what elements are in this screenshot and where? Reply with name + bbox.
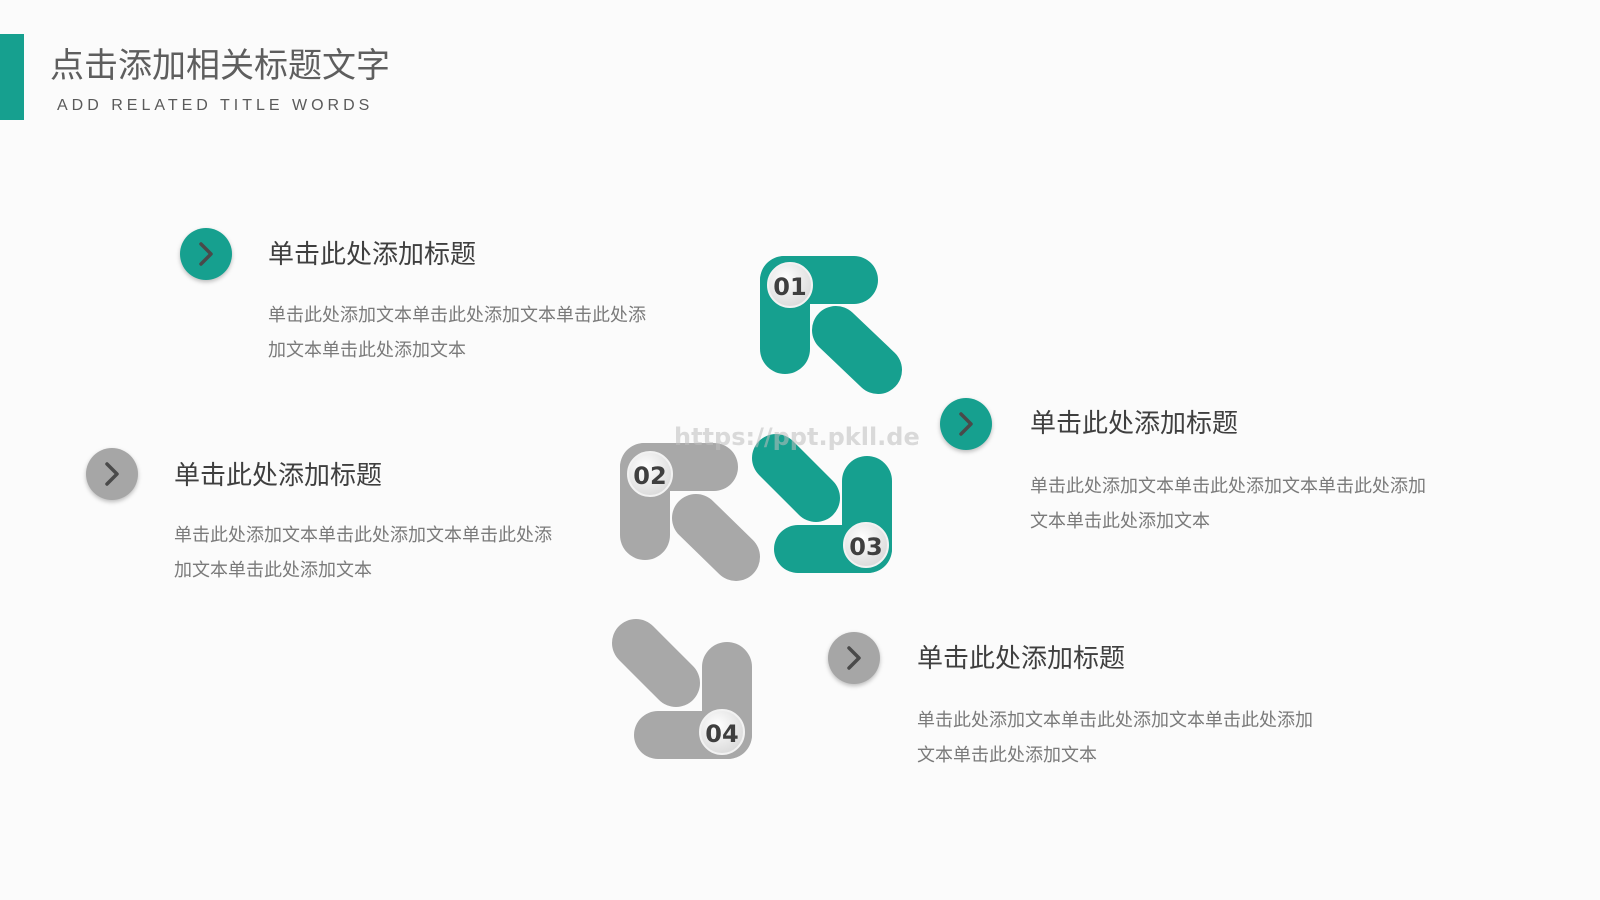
item-3-body-line-2[interactable]: 文本单击此处添加文本 xyxy=(1030,511,1210,532)
item-3-title[interactable]: 单击此处添加标题 xyxy=(1030,409,1239,439)
arrow-01-label: 01 xyxy=(773,273,806,301)
item-2-body-line-2[interactable]: 加文本单击此处添加文本 xyxy=(174,560,372,581)
item-2-body-line-1[interactable]: 单击此处添加文本单击此处添加文本单击此处添 xyxy=(174,525,552,546)
item-4-body-line-1[interactable]: 单击此处添加文本单击此处添加文本单击此处添加 xyxy=(917,710,1313,731)
watermark-text: https://ppt.pkll.de xyxy=(674,423,920,451)
arrow-04-corner-arrow-icon: 04 xyxy=(612,619,752,759)
page-title[interactable]: 点击添加相关标题文字 xyxy=(50,46,390,86)
item-4-title[interactable]: 单击此处添加标题 xyxy=(917,644,1126,674)
page-subtitle[interactable]: ADD RELATED TITLE WORDS xyxy=(57,97,374,114)
item-2-title[interactable]: 单击此处添加标题 xyxy=(174,461,383,491)
item-1-title[interactable]: 单击此处添加标题 xyxy=(268,240,477,270)
arrow-02-label: 02 xyxy=(633,462,666,490)
bullet-4-chevron-right-icon xyxy=(828,632,880,684)
arrow-03-corner-arrow-icon: 03 xyxy=(752,434,892,573)
arrow-04-label: 04 xyxy=(705,720,738,748)
arrow-01-corner-arrow-icon: 01 xyxy=(760,256,902,394)
item-4-body-line-2[interactable]: 文本单击此处添加文本 xyxy=(917,745,1097,766)
bullet-2-chevron-right-icon xyxy=(86,448,138,500)
corner-arrows-graphic: 01 02 03 04 xyxy=(612,256,902,759)
arrow-03-label: 03 xyxy=(849,533,882,561)
bullet-3-chevron-right-icon xyxy=(940,398,992,450)
item-3-body-line-1[interactable]: 单击此处添加文本单击此处添加文本单击此处添加 xyxy=(1030,476,1426,497)
bullet-1-chevron-right-icon xyxy=(180,228,232,280)
item-1-body-line-1[interactable]: 单击此处添加文本单击此处添加文本单击此处添 xyxy=(268,305,646,326)
arrow-02-corner-arrow-icon: 02 xyxy=(620,443,760,581)
title-accent-bar xyxy=(0,34,24,120)
item-1-body-line-2[interactable]: 加文本单击此处添加文本 xyxy=(268,340,466,361)
